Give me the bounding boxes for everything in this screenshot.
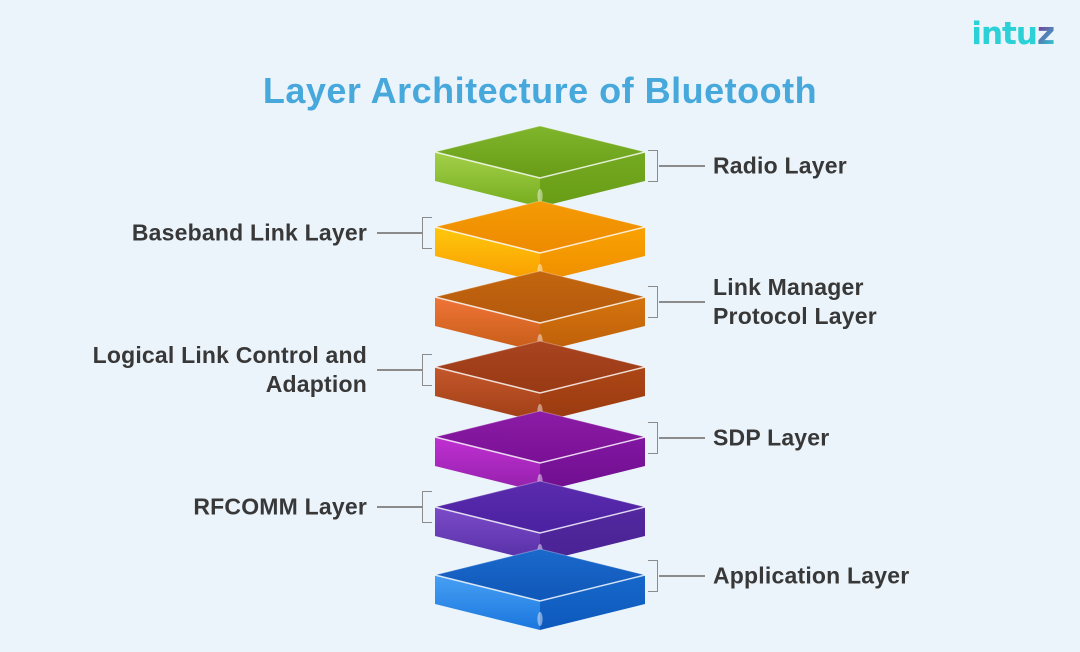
intuz-logo: intuz [971, 16, 1055, 52]
bracket-icon [648, 286, 658, 318]
label-sdp-layer: SDP Layer [713, 424, 830, 451]
connector-line [659, 575, 705, 577]
layer-slab-application-layer [434, 548, 646, 630]
connector-line [377, 232, 423, 234]
label-rfcomm-layer: RFCOMM Layer [193, 493, 367, 520]
connector-line [659, 165, 705, 167]
bracket-icon [648, 422, 658, 454]
bracket-icon [422, 217, 432, 249]
label-radio-layer: Radio Layer [713, 152, 847, 179]
layer-slab-link-manager-protocol-layer [434, 270, 646, 352]
connector-line [659, 301, 705, 303]
layer-slab-logical-link-control [434, 340, 646, 422]
bracket-icon [648, 560, 658, 592]
label-baseband-link-layer: Baseband Link Layer [131, 219, 367, 246]
connector-line [377, 369, 423, 371]
connector-line [377, 506, 423, 508]
bracket-icon [422, 491, 432, 523]
label-link-manager-protocol-layer: Link Manager Protocol Layer [713, 273, 877, 329]
page-title: Layer Architecture of Bluetooth [262, 70, 818, 112]
layer-slab-baseband-link-layer [434, 200, 646, 282]
layer-slab-radio-layer [434, 125, 646, 207]
bracket-icon [422, 354, 432, 386]
bracket-icon [648, 150, 658, 182]
layer-slab-sdp-layer [434, 410, 646, 492]
label-logical-link-control: Logical Link Control and Adaption [92, 341, 367, 397]
logo-text-main: intu [971, 16, 1038, 52]
connector-line [659, 437, 705, 439]
label-application-layer: Application Layer [713, 562, 910, 589]
logo-text-z: z [1036, 16, 1055, 52]
layer-slab-rfcomm-layer [434, 480, 646, 562]
